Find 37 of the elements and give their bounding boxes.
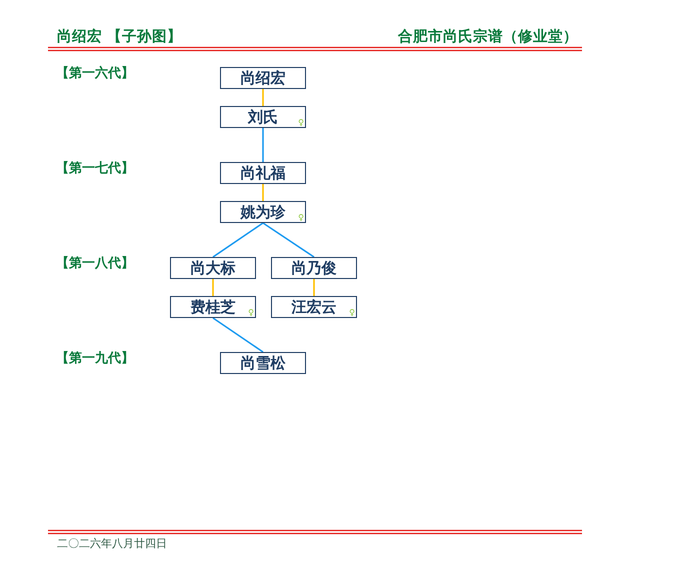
person-box xyxy=(170,296,256,318)
person-name: 尚大标 xyxy=(190,260,236,276)
generation-label: 【第一九代】 xyxy=(56,351,134,367)
person-box xyxy=(220,106,306,128)
person-name: 尚雪松 xyxy=(240,354,286,372)
person-box xyxy=(271,257,357,279)
person-box xyxy=(220,67,306,89)
connector-line xyxy=(262,222,314,258)
title: 尚绍宏 【子孙图】 xyxy=(57,29,182,46)
person-name: 汪宏云 xyxy=(292,298,336,316)
connector-line xyxy=(212,317,264,353)
connector-line xyxy=(262,184,264,201)
generation-label: 【第一六代】 xyxy=(56,66,134,82)
connector-line xyxy=(212,222,264,258)
date-text: 二〇二六年八月廿四日 xyxy=(57,537,167,550)
header-text: 合肥市尚氏宗谱（修业堂） xyxy=(398,29,578,46)
person-name: 刘氏 xyxy=(248,108,278,126)
generation-label: 【第一七代】 xyxy=(56,161,134,177)
person-box xyxy=(271,296,357,318)
generation-label: 【第一八代】 xyxy=(56,256,134,272)
person-box xyxy=(220,352,306,374)
connector-line xyxy=(212,279,214,296)
person-name: 姚为珍 xyxy=(240,204,286,220)
female-symbol: ♀ xyxy=(248,308,254,317)
person-name: 尚绍宏 xyxy=(240,70,286,86)
person-box xyxy=(170,257,256,279)
person-name: 费桂芝 xyxy=(190,298,236,316)
connector-line xyxy=(262,128,264,162)
female-symbol: ♀ xyxy=(349,308,355,317)
connector-line xyxy=(313,279,315,296)
person-name: 尚礼福 xyxy=(240,164,286,182)
person-name: 尚乃俊 xyxy=(292,260,336,276)
person-box xyxy=(220,201,306,223)
connector-line xyxy=(262,89,264,106)
female-symbol: ♀ xyxy=(298,118,304,127)
person-box xyxy=(220,162,306,184)
female-symbol: ♀ xyxy=(298,213,304,222)
